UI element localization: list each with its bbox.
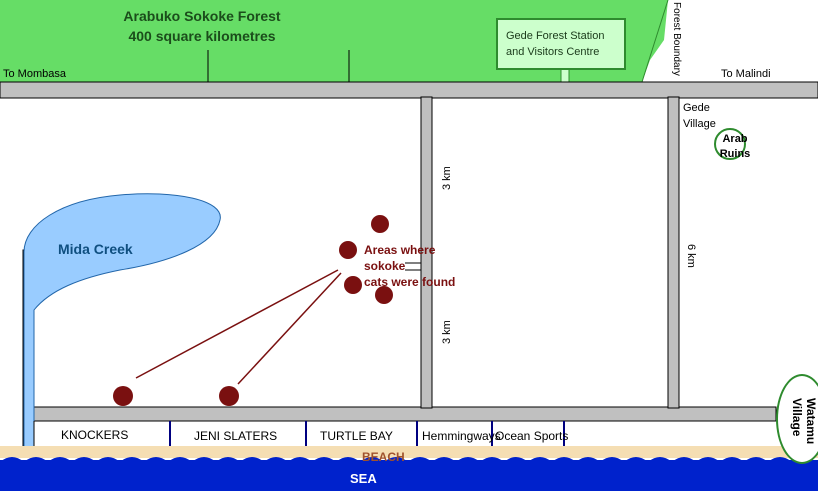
cat-location-marker	[113, 386, 133, 406]
forest-boundary-line	[641, 0, 669, 83]
arab-ruins-line-1: Arab	[722, 133, 748, 145]
sokoke-cats-annotation: Areas where sokoke cats were found	[364, 242, 474, 290]
hotel-jeni-slaters: JENI SLATERS	[194, 429, 278, 443]
station-line-2: and Visitors Centre	[506, 46, 600, 58]
watamu-village-label: Watamu Village	[790, 398, 818, 444]
cat-location-marker	[339, 241, 357, 259]
cats-line-2: sokoke	[364, 259, 406, 273]
cat-location-marker	[375, 286, 393, 304]
pointer-line	[237, 272, 342, 385]
mida-creek-label: Mida Creek	[58, 241, 133, 257]
cat-location-marker	[344, 276, 362, 294]
to-mombasa-label: To Mombasa	[3, 68, 66, 80]
pointer-line	[135, 269, 339, 379]
distance-lower-label: 3 km	[441, 320, 453, 344]
sea-label: SEA	[350, 471, 377, 486]
forest-area-label: 400 square kilometres	[128, 28, 276, 44]
arab-ruins-line-2: Ruins	[719, 148, 751, 160]
arab-ruins-label: Arab Ruins	[717, 132, 753, 162]
hotel-hemmingways: Hemmingways	[422, 429, 501, 443]
watamu-village-ring	[776, 374, 818, 464]
distance-east-label: 6 km	[685, 244, 697, 268]
watamu-line-1: Watamu	[804, 398, 818, 445]
gede-forest-station: Gede Forest Station and Visitors Centre	[496, 18, 626, 70]
beach-sand	[0, 446, 818, 458]
cat-location-marker	[371, 215, 389, 233]
mida-creek	[23, 193, 221, 451]
gede-watamu-road	[667, 96, 680, 409]
forest-name: Arabuko Sokoke Forest	[123, 8, 281, 24]
cats-line-3: cats were found	[364, 275, 456, 289]
cats-line-1: Areas where	[364, 243, 436, 257]
gede-village-label-1: Gede	[683, 102, 710, 114]
gede-village-label-2: Village	[683, 118, 716, 130]
station-line-1: Gede Forest Station	[506, 30, 605, 42]
distance-upper-label: 3 km	[441, 166, 453, 190]
cat-location-marker	[219, 386, 239, 406]
watamu-line-2: Village	[790, 398, 804, 437]
hotel-turtle-bay: TURTLE BAY	[320, 429, 393, 443]
hotel-knockers: KNOCKERS	[61, 428, 129, 442]
hotel-ocean-sports: Ocean Sports	[495, 429, 569, 443]
sea-waves	[0, 457, 818, 491]
main-road	[0, 81, 818, 99]
to-malindi-label: To Malindi	[721, 68, 771, 80]
beach-label: BEACH	[362, 450, 405, 464]
forest-boundary-label: Forest Boundary	[671, 2, 682, 76]
arab-ruins-ring	[714, 128, 746, 160]
central-road	[420, 96, 433, 409]
beach-road	[33, 406, 777, 422]
